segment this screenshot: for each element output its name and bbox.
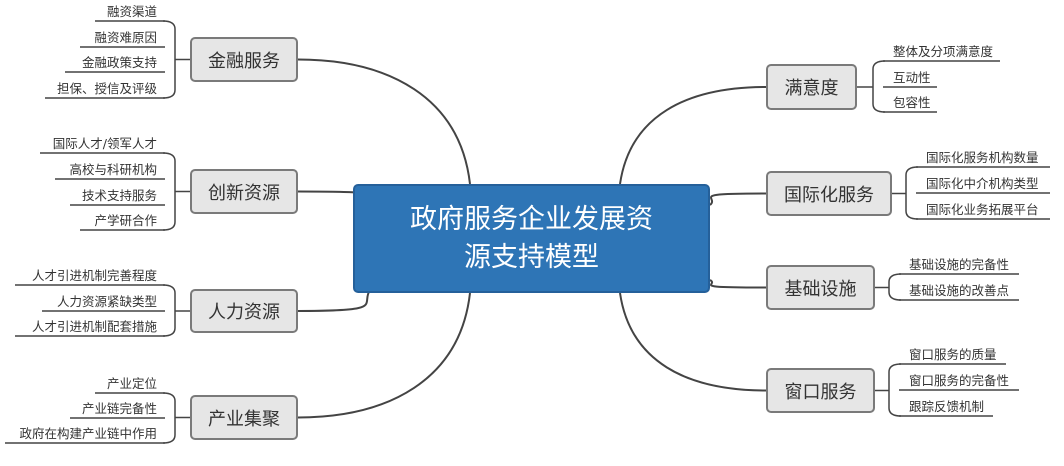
connector-line [297,289,371,312]
leaf-topic[interactable]: 担保、授信及评级 [56,81,157,96]
leaf-topic[interactable]: 金融政策支持 [81,55,157,70]
branch-node-1[interactable]: 金融服务 [190,37,298,82]
branch-node-7[interactable]: 基础设施 [766,265,875,310]
leaf-topic[interactable]: 国际化服务机构数量 [926,150,1039,165]
central-topic-line2: 源支持模型 [464,241,599,273]
leaf-topic[interactable]: 产学研合作 [94,213,157,228]
connector-line [162,392,176,444]
leaf-topic[interactable]: 互动性 [893,70,931,85]
connector-line [619,86,767,185]
connector-line [297,292,471,419]
central-topic[interactable]: 政府服务企业发展资 源支持模型 [353,184,710,293]
connector-line [162,284,176,337]
leaf-topic[interactable]: 人才引进机制完善程度 [31,268,157,283]
connector-line [709,279,767,289]
connector-line [888,273,902,301]
leaf-topic[interactable]: 窗口服务的完备性 [909,373,1010,388]
leaf-topic[interactable]: 国际化业务拓展平台 [926,202,1039,217]
connector-line [709,192,767,206]
connector-line [297,58,471,185]
central-topic-line1: 政府服务企业发展资 [410,203,653,235]
branch-node-3[interactable]: 人力资源 [190,289,298,333]
branch-node-8[interactable]: 窗口服务 [766,368,875,413]
leaf-topic[interactable]: 整体及分项满意度 [893,44,994,59]
connector-line [905,166,919,220]
leaf-topic[interactable]: 高校与科研机构 [69,162,157,177]
connector-line [162,152,176,231]
leaf-topic[interactable]: 窗口服务的质量 [909,347,997,362]
leaf-topic[interactable]: 国际化中介机构类型 [926,176,1039,191]
connector-line [162,20,176,99]
leaf-topic[interactable]: 人才引进机制配套措施 [31,319,157,334]
branch-node-2[interactable]: 创新资源 [190,169,298,214]
leaf-topic[interactable]: 基础设施的改善点 [909,283,1010,298]
leaf-topic[interactable]: 产业链完备性 [81,401,157,416]
leaf-topic[interactable]: 产业定位 [106,376,157,391]
leaf-topic[interactable]: 跟踪反馈机制 [909,399,985,414]
connector-line [619,292,767,392]
branch-node-5[interactable]: 满意度 [766,64,857,110]
leaf-topic[interactable]: 技术支持服务 [81,188,157,203]
leaf-topic[interactable]: 政府在构建产业链中作用 [19,426,157,441]
connector-line [888,363,902,417]
leaf-topic[interactable]: 融资渠道 [106,4,157,19]
branch-node-4[interactable]: 产业集聚 [190,395,298,440]
leaf-topic[interactable]: 基础设施的完备性 [909,257,1010,272]
leaf-topic[interactable]: 人力资源紧缺类型 [56,294,157,309]
leaf-topic[interactable]: 国际人才/领军人才 [52,136,157,151]
branch-node-6[interactable]: 国际化服务 [766,171,892,216]
leaf-topic[interactable]: 包容性 [893,95,931,110]
connector-line [872,60,886,113]
leaf-topic[interactable]: 融资难原因 [94,30,157,45]
